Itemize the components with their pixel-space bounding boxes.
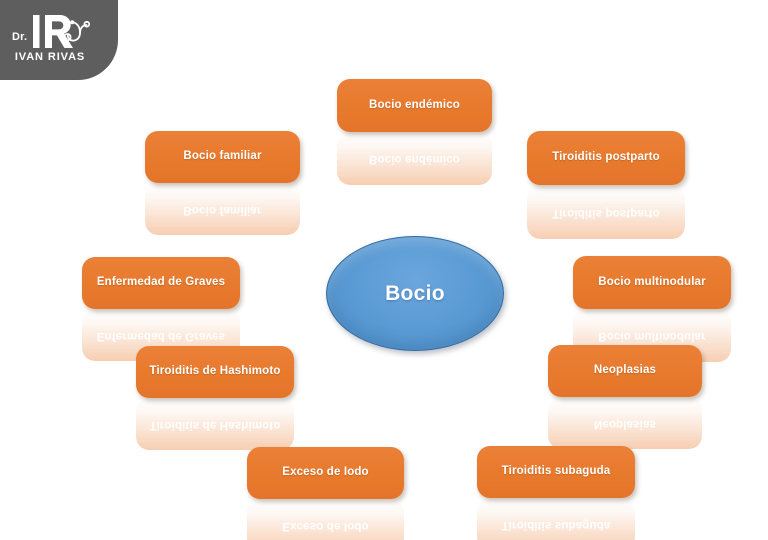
logo-monogram-stethoscope-icon <box>33 15 91 48</box>
diagram-node-box[interactable]: Tiroiditis de Hashimoto <box>136 346 294 398</box>
diagram-node-label: Neoplasias <box>593 364 657 377</box>
logo-prefix-text: Dr. <box>12 31 28 43</box>
diagram-node-reflection: Bocio endémico <box>337 132 492 185</box>
diagram-node-reflection-label: Enfermedad de Graves <box>96 329 226 342</box>
diagram-node-label: Bocio endémico <box>369 98 460 111</box>
diagram-node-reflection: Tiroiditis subaguda <box>477 498 635 540</box>
diagram-node-reflection: Tiroiditis de Hashimoto <box>136 398 294 450</box>
diagram-node-box[interactable]: Tiroiditis subaguda <box>477 446 635 498</box>
diagram-node-box[interactable]: Exceso de Iodo <box>247 447 404 499</box>
logo-badge: Dr. IVAN RIVAS <box>0 0 118 80</box>
diagram-node-reflection-label: Tiroiditis subaguda <box>501 518 611 531</box>
diagram-node-reflection: Neoplasias <box>548 397 702 449</box>
diagram-node-box[interactable]: Bocio familiar <box>145 131 300 183</box>
diagram-node-reflection-label: Tiroiditis postparto <box>552 206 660 219</box>
diagram-node-reflection-label: Bocio multinodular <box>598 330 706 343</box>
diagram-node-reflection: Bocio familiar <box>145 183 300 235</box>
diagram-node-reflection-label: Bocio endémico <box>369 153 460 166</box>
diagram-node-box[interactable]: Tiroiditis postparto <box>527 131 685 185</box>
diagram-node-reflection: Tiroiditis postparto <box>527 185 685 239</box>
diagram-node-reflection-label: Neoplasias <box>593 417 657 430</box>
center-node-ellipse <box>326 236 504 351</box>
diagram-node-label: Enfermedad de Graves <box>96 276 226 289</box>
logo-name-text: IVAN RIVAS <box>14 51 86 63</box>
diagram-node-label: Tiroiditis de Hashimoto <box>149 365 281 378</box>
diagram-node-box[interactable]: Bocio multinodular <box>573 256 731 309</box>
diagram-node-label: Tiroiditis postparto <box>552 151 660 164</box>
diagram-node-label: Tiroiditis subaguda <box>501 465 611 478</box>
diagram-node-label: Bocio multinodular <box>598 275 706 288</box>
diagram-node-reflection-label: Bocio familiar <box>183 203 262 216</box>
diagram-node-reflection-label: Tiroiditis de Hashimoto <box>149 418 281 431</box>
diagram-node-box[interactable]: Bocio endémico <box>337 79 492 132</box>
diagram-node-box[interactable]: Neoplasias <box>548 345 702 397</box>
logo-inner: Dr. IVAN RIVAS <box>0 0 118 80</box>
diagram-node-box[interactable]: Enfermedad de Graves <box>82 257 240 309</box>
center-node-label: Bocio <box>385 281 445 305</box>
diagram-node-label: Bocio familiar <box>183 150 262 163</box>
diagram-node-reflection: Exceso de Iodo <box>247 499 404 540</box>
center-node-bocio[interactable]: Bocio <box>326 236 504 351</box>
diagram-node-reflection-label: Exceso de Iodo <box>282 519 369 532</box>
diagram-node-label: Exceso de Iodo <box>282 466 369 479</box>
